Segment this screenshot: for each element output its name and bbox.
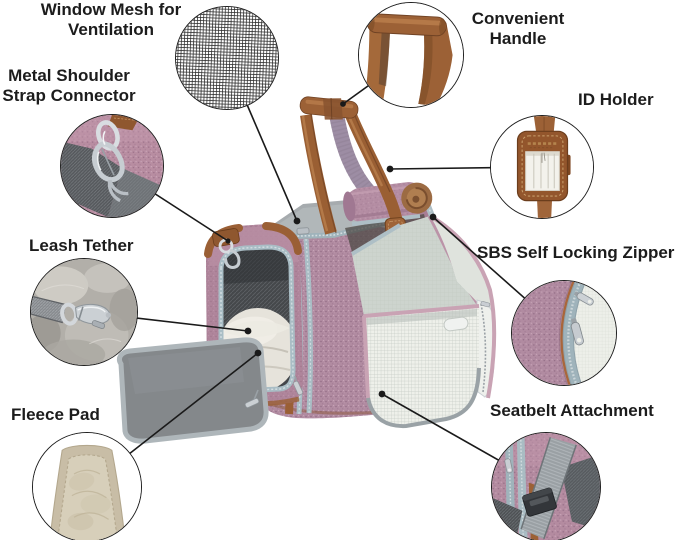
sbs-zipper-image bbox=[512, 281, 616, 385]
callout-label-strap-connector: Metal Shoulder Strap Connector bbox=[2, 66, 136, 105]
handle-strap-left bbox=[300, 113, 337, 235]
callout-label-id-holder: ID Holder bbox=[578, 90, 654, 109]
callout-label-window-mesh: Window Mesh for Ventilation bbox=[40, 0, 182, 39]
connector-image bbox=[61, 115, 163, 217]
callout-label-leash-tether: Leash Tether bbox=[29, 236, 134, 255]
handle-image bbox=[359, 3, 463, 107]
inset-seatbelt bbox=[491, 432, 601, 540]
inset-id-holder bbox=[490, 115, 594, 219]
strap-connector-hardware bbox=[212, 228, 241, 270]
mesh-texture-image bbox=[176, 7, 278, 109]
callout-label-fleece-pad: Fleece Pad bbox=[11, 405, 100, 424]
id-holder-image bbox=[491, 116, 593, 218]
inset-fleece-pad bbox=[32, 432, 142, 540]
seatbelt-image bbox=[492, 433, 600, 540]
top-zipper-pull bbox=[296, 227, 310, 235]
expansion-section bbox=[350, 214, 497, 429]
callout-label-sbs-zipper: SBS Self Locking Zipper bbox=[477, 243, 675, 262]
callout-dots bbox=[225, 101, 437, 398]
fleece-pad-image bbox=[33, 433, 141, 540]
inset-convenient-handle bbox=[358, 2, 464, 108]
zipper-pulls bbox=[244, 375, 303, 408]
purple-shoulder-strap bbox=[329, 115, 375, 197]
expansion-handle-loop bbox=[443, 316, 469, 332]
callout-label-seatbelt: Seatbelt Attachment bbox=[490, 401, 654, 420]
inset-leash-tether bbox=[30, 258, 138, 366]
inset-window-mesh bbox=[175, 6, 279, 110]
inset-strap-connector bbox=[60, 114, 164, 218]
door-flap bbox=[116, 337, 269, 444]
leash-tether-image bbox=[31, 259, 137, 365]
callout-label-convenient-handle: Convenient Handle bbox=[471, 9, 565, 48]
inset-sbs-zipper bbox=[511, 280, 617, 386]
